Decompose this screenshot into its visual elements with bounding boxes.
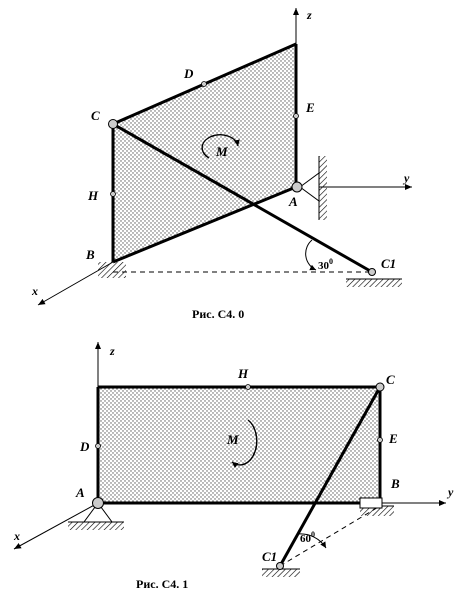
point-e-0 — [293, 113, 299, 119]
label-b-1: B — [390, 476, 400, 491]
label-c1-1: C1 — [262, 549, 277, 564]
point-c-0 — [108, 119, 118, 129]
axis-label-y-1: y — [446, 485, 454, 499]
label-h-0: H — [87, 188, 99, 203]
figure-0: z y x C D E H B A C1 M 300 Рис. С4. 0 — [31, 8, 412, 321]
angle-arc-60 — [297, 533, 327, 549]
plate-upper-0 — [113, 44, 296, 187]
point-e-1 — [377, 437, 383, 443]
axis-label-x-0: x — [31, 284, 38, 298]
point-d-0 — [201, 81, 207, 87]
point-c1-0 — [368, 268, 376, 276]
axis-label-z-1: z — [109, 344, 115, 358]
figure-1: z y x H C D E A B C1 M 600 Рис. С4. 1 — [13, 342, 454, 591]
point-a-1 — [92, 497, 104, 509]
label-m-1: M — [226, 432, 239, 447]
plate-1 — [98, 387, 380, 503]
dashed-c1-b-1 — [279, 505, 381, 567]
ground-a-0 — [319, 156, 327, 220]
label-a-0: A — [288, 194, 298, 209]
moment-arc-0 — [201, 134, 240, 159]
point-a-0 — [291, 181, 303, 193]
plate-lower-0 — [113, 124, 296, 262]
point-c-1 — [375, 382, 385, 392]
ground-c1-0 — [346, 279, 402, 287]
axis-label-z-0: z — [306, 8, 312, 22]
label-m-0: M — [215, 144, 228, 159]
rod-c-c1-0 — [112, 122, 373, 274]
label-b-0: B — [85, 247, 95, 262]
label-d-0: D — [183, 66, 194, 81]
caption-0: Рис. С4. 0 — [192, 307, 244, 321]
point-h-1 — [245, 384, 251, 390]
point-d-1 — [95, 443, 101, 449]
ground-c1-1 — [262, 569, 300, 577]
hinge-a-support-0 — [299, 172, 320, 202]
ground-b-1 — [360, 506, 394, 516]
angle-arc-30 — [305, 239, 317, 271]
label-c1-0: C1 — [381, 256, 396, 271]
point-c1-1 — [276, 562, 284, 570]
label-c-1: C — [386, 372, 395, 387]
axis-label-x-1: x — [13, 529, 20, 543]
angle-label-30: 300 — [318, 257, 333, 272]
label-e-0: E — [305, 100, 315, 115]
ground-a-1 — [68, 522, 124, 530]
bearing-b-1 — [359, 497, 383, 509]
x-axis-1 — [13, 502, 99, 550]
label-h-1: H — [237, 366, 249, 381]
rod-c-c1-1 — [278, 386, 382, 567]
label-d-1: D — [79, 439, 90, 454]
caption-1: Рис. С4. 1 — [136, 577, 188, 591]
label-e-1: E — [388, 431, 398, 446]
ground-b-0 — [98, 262, 126, 278]
point-h-0 — [110, 191, 116, 197]
x-axis-under-0 — [112, 185, 297, 264]
angle-label-60: 600 — [300, 530, 315, 545]
moment-arc-1 — [231, 419, 258, 469]
label-a-1: A — [75, 485, 85, 500]
label-c-0: C — [91, 108, 100, 123]
axis-label-y-0: y — [402, 171, 410, 185]
